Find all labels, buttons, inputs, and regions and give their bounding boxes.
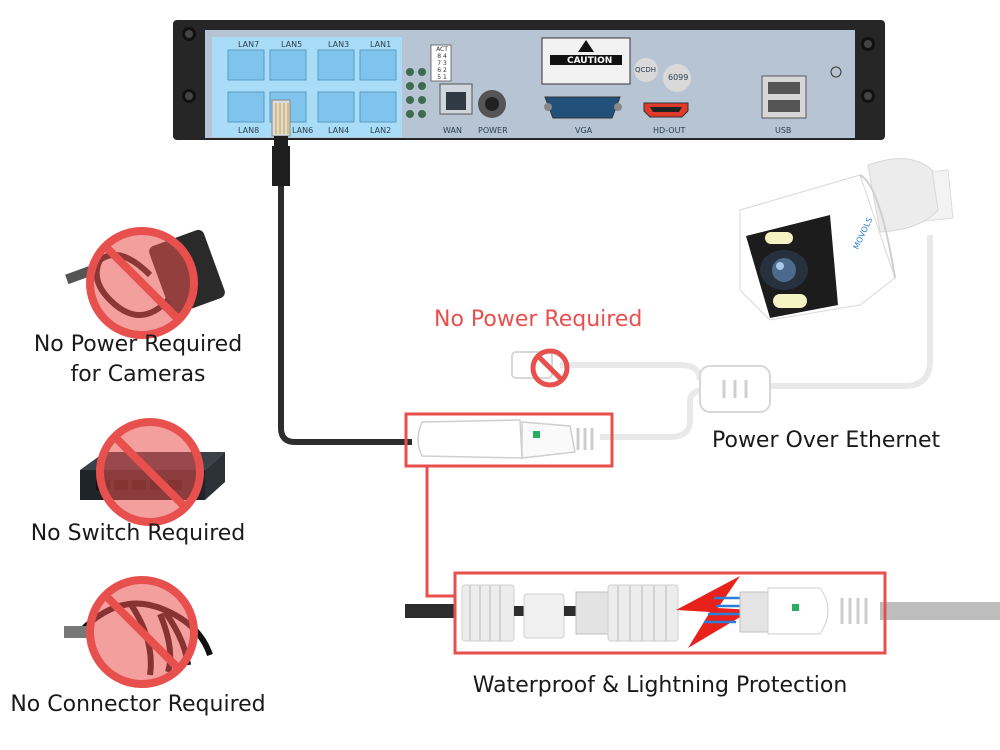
port-label-lan7: LAN7 [238,40,260,49]
led-label: 7 [437,60,442,67]
port-label-lan2: LAN2 [370,126,392,135]
no-power-prohibited-icon [530,348,570,388]
waterproof-highlight [453,571,887,655]
port-label-power: POWER [478,126,508,135]
vga-port [544,96,621,119]
led-label: 6 [437,67,442,74]
badge-label: QCDH [635,66,657,74]
led-label: 5 [437,74,442,81]
port-label-wan: WAN [443,126,462,135]
model-label: 6099 [668,73,689,82]
rj45-coupler-highlight [404,412,614,468]
prohibited-icon [86,227,198,339]
port-label-lan6: LAN6 [292,126,314,135]
port-label-lan1: LAN1 [370,40,392,49]
port-label-lan4: LAN4 [328,126,350,135]
rj45-coupler [417,419,523,459]
bullet-camera [739,158,954,321]
threaded-housing [575,591,609,635]
led-label: 3 [442,60,447,67]
led-label: 1 [442,74,447,81]
rubber-seal [523,593,565,639]
ethernet-cable [278,186,412,445]
no-power-caption: No Power Required for Cameras [20,330,256,390]
port-label-usb: USB [775,126,792,135]
no-power-required-label: No Power Required [434,307,643,332]
port-label-hdout: HD-OUT [653,126,686,135]
port-label-lan5: LAN5 [281,40,303,49]
no-power-caption-line2: for Cameras [70,362,206,387]
led-grid-labels: ACT 8 4 7 3 6 2 5 1 [433,46,451,81]
no-connector-caption: No Connector Required [10,692,266,717]
led-label: 4 [442,53,447,60]
caution-label: CAUTION [567,56,613,66]
no-switch-caption: No Switch Required [30,521,246,546]
led-label: 2 [442,67,447,74]
nvr-back-panel [173,20,885,146]
port-label-lan3: LAN3 [328,40,350,49]
no-power-caption-line1: No Power Required [33,332,243,357]
led-label: 8 [437,53,442,60]
port-label-vga: VGA [575,126,593,135]
prohibited-icon [86,576,198,688]
port-label-lan8: LAN8 [238,126,260,135]
waterproof-label: Waterproof & Lightning Protection [472,673,848,698]
led-label: ACT [436,46,448,53]
prohibited-icon [96,418,204,526]
poe-cable [600,387,706,440]
poe-label: Power Over Ethernet [712,428,941,453]
lightning-bolt-icon [676,576,752,648]
